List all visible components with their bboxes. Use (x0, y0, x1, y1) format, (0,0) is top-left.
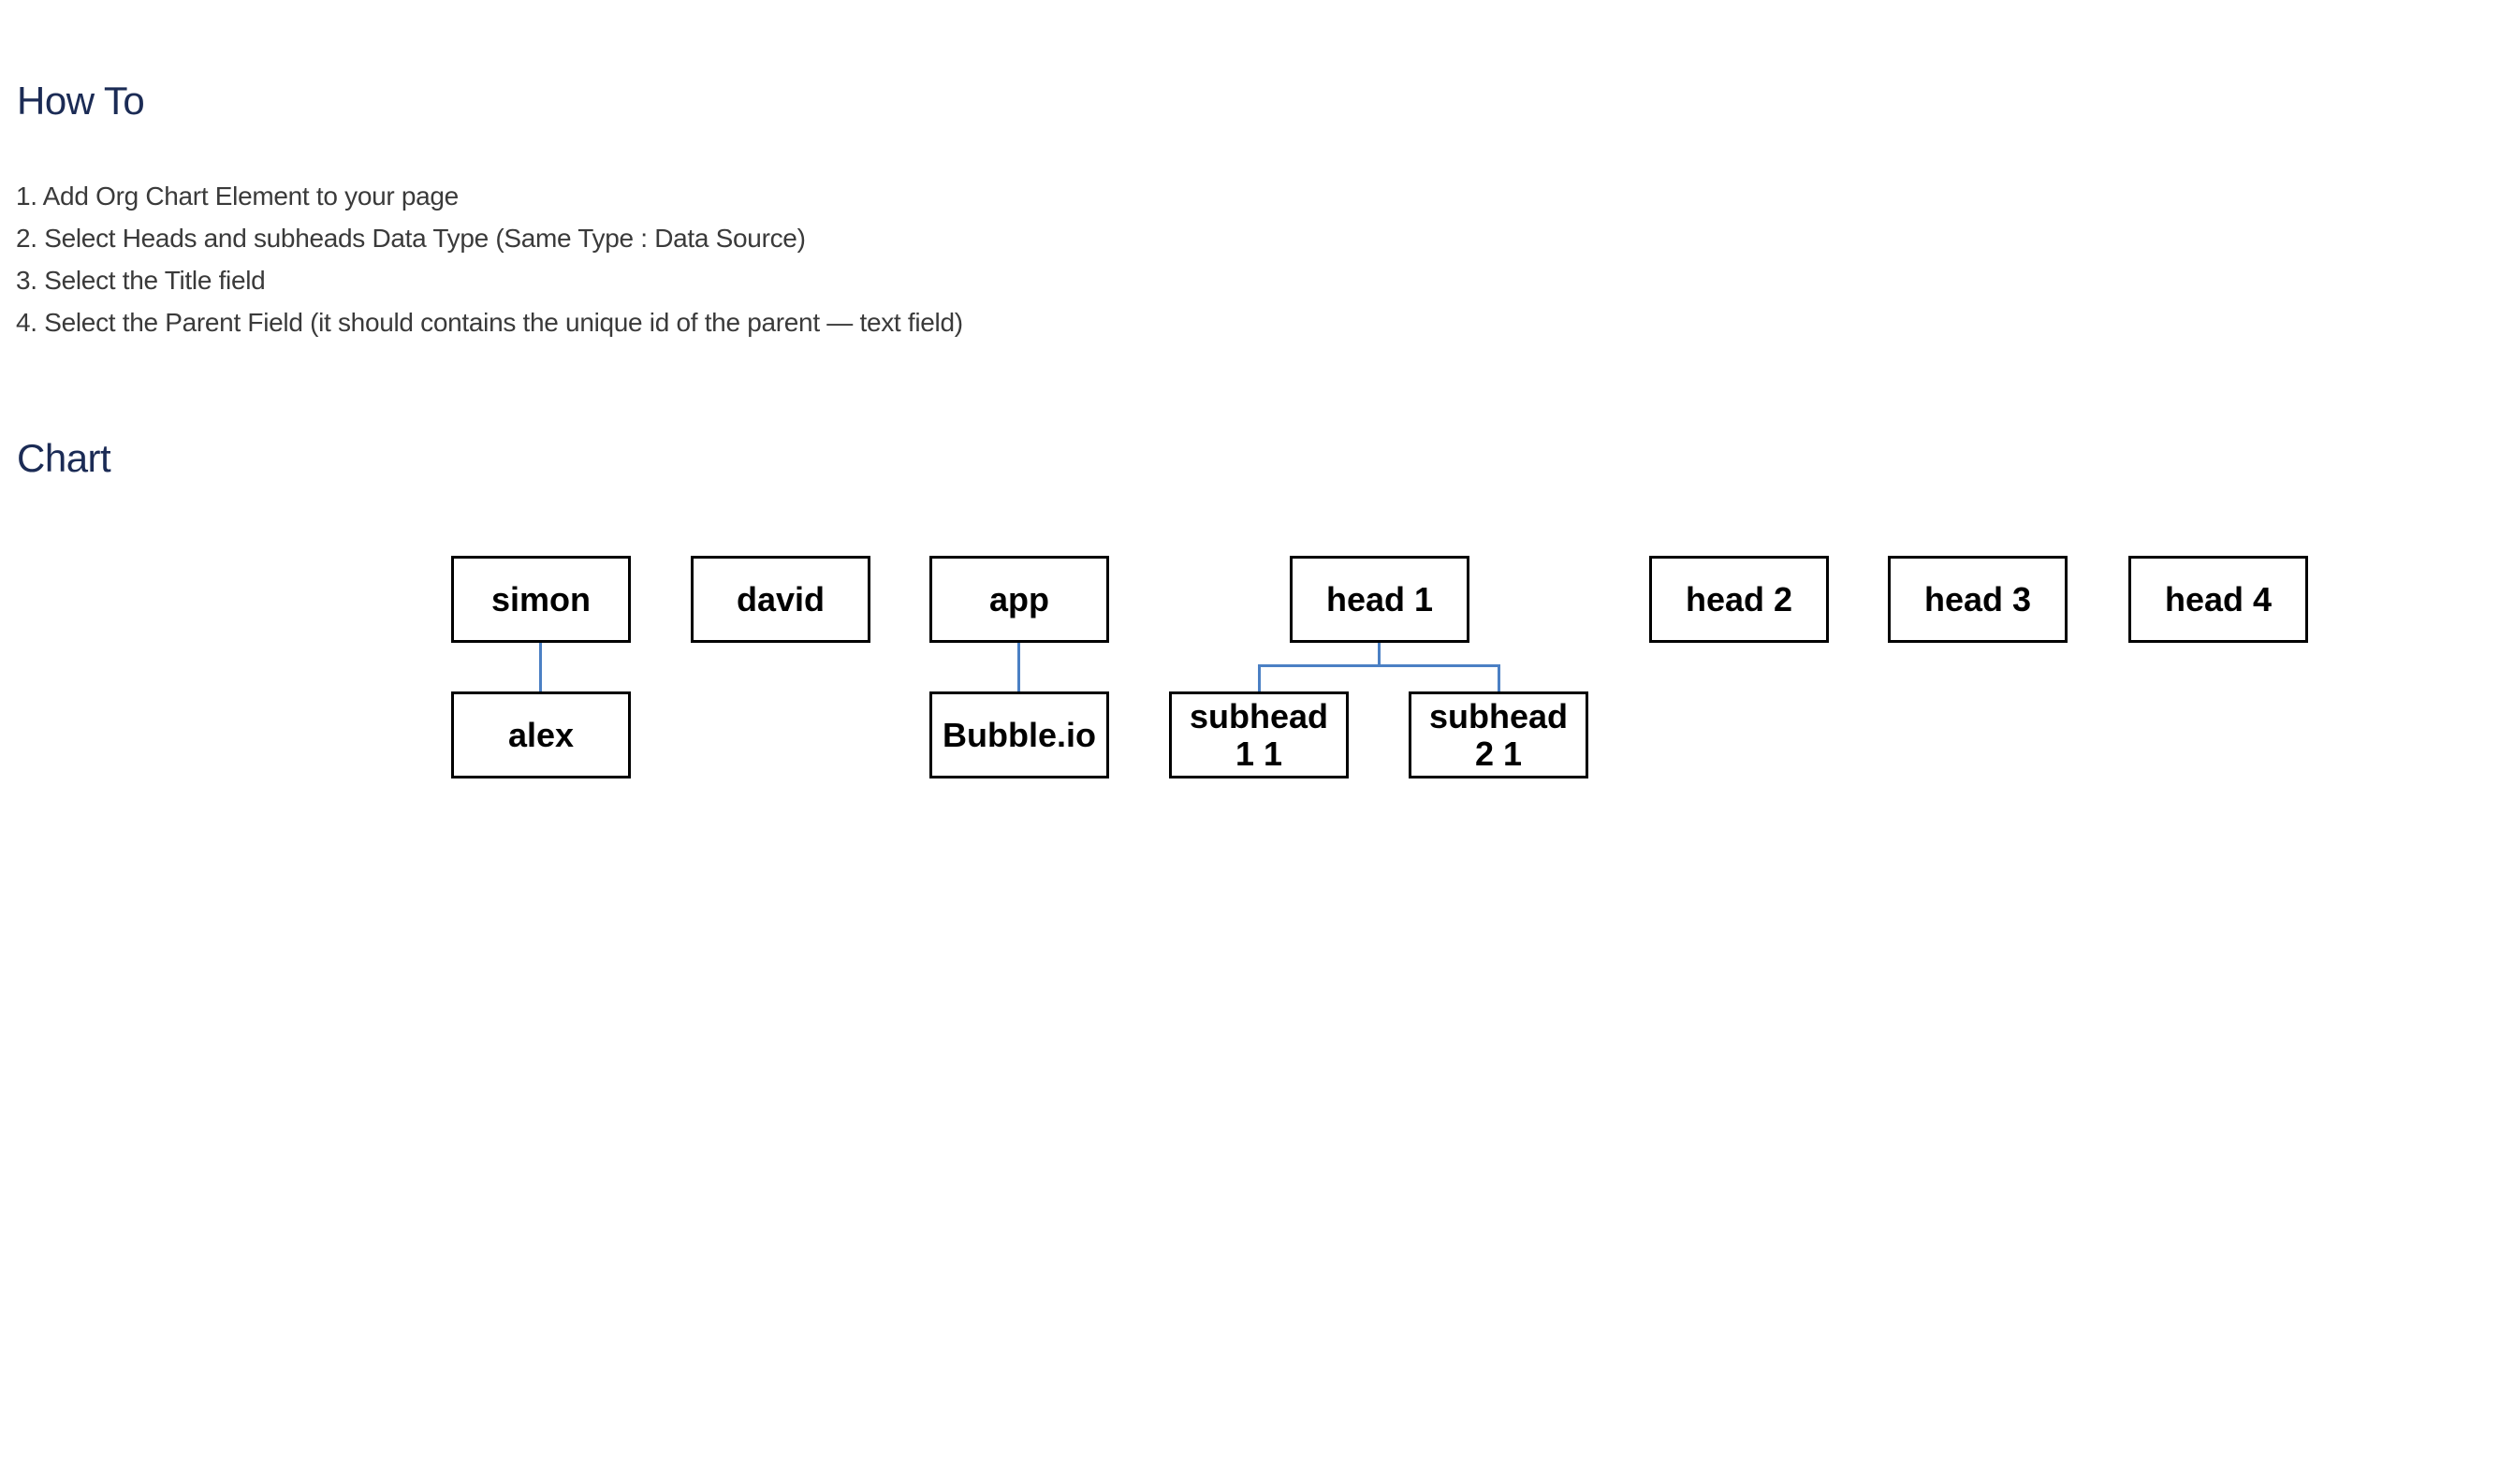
org-node-subhead-1-1[interactable]: subhead 1 1 (1169, 691, 1349, 778)
how-to-step-3: 3. Select the Title field (16, 266, 266, 295)
org-node-david[interactable]: david (691, 556, 870, 643)
org-node-label: app (988, 579, 1049, 618)
org-node-head-1[interactable]: head 1 (1290, 556, 1469, 643)
org-chart: simon david app head 1 head 2 head 3 hea… (0, 524, 2514, 823)
how-to-step-4: 4. Select the Parent Field (it should co… (16, 308, 963, 337)
org-node-label: Bubble.io (943, 715, 1096, 754)
org-node-label: alex (507, 715, 575, 754)
chart-heading: Chart (17, 436, 111, 480)
connector-head1-subhead21 (1498, 664, 1500, 691)
org-node-head-4[interactable]: head 4 (2128, 556, 2308, 643)
how-to-step-2: 2. Select Heads and subheads Data Type (… (16, 224, 806, 253)
org-node-label: head 1 (1325, 579, 1434, 618)
org-node-head-2[interactable]: head 2 (1649, 556, 1829, 643)
org-node-app[interactable]: app (929, 556, 1109, 643)
org-node-label: david (736, 579, 826, 618)
how-to-heading: How To (17, 79, 145, 123)
how-to-steps: 1. Add Org Chart Element to your page 2.… (16, 175, 963, 343)
org-node-bubbleio[interactable]: Bubble.io (929, 691, 1109, 778)
org-node-label: 2 1 (1474, 734, 1523, 773)
org-node-label: head 3 (1923, 579, 2032, 618)
org-node-simon[interactable]: simon (451, 556, 631, 643)
connector-simon-alex (539, 643, 542, 691)
org-node-alex[interactable]: alex (451, 691, 631, 778)
org-node-label: subhead (1428, 696, 1569, 735)
how-to-step-1: 1. Add Org Chart Element to your page (16, 182, 459, 211)
org-node-label: subhead (1189, 696, 1329, 735)
org-node-label: simon (490, 579, 591, 618)
org-node-subhead-2-1[interactable]: subhead 2 1 (1409, 691, 1588, 778)
org-node-head-3[interactable]: head 3 (1888, 556, 2068, 643)
connector-head1-stem (1378, 643, 1381, 667)
connector-app-bubbleio (1017, 643, 1020, 691)
connector-head1-subhead11 (1258, 664, 1261, 691)
connector-head1-crossbar (1258, 664, 1500, 667)
org-node-label: head 4 (2164, 579, 2273, 618)
org-node-label: 1 1 (1235, 734, 1283, 773)
org-node-label: head 2 (1685, 579, 1793, 618)
